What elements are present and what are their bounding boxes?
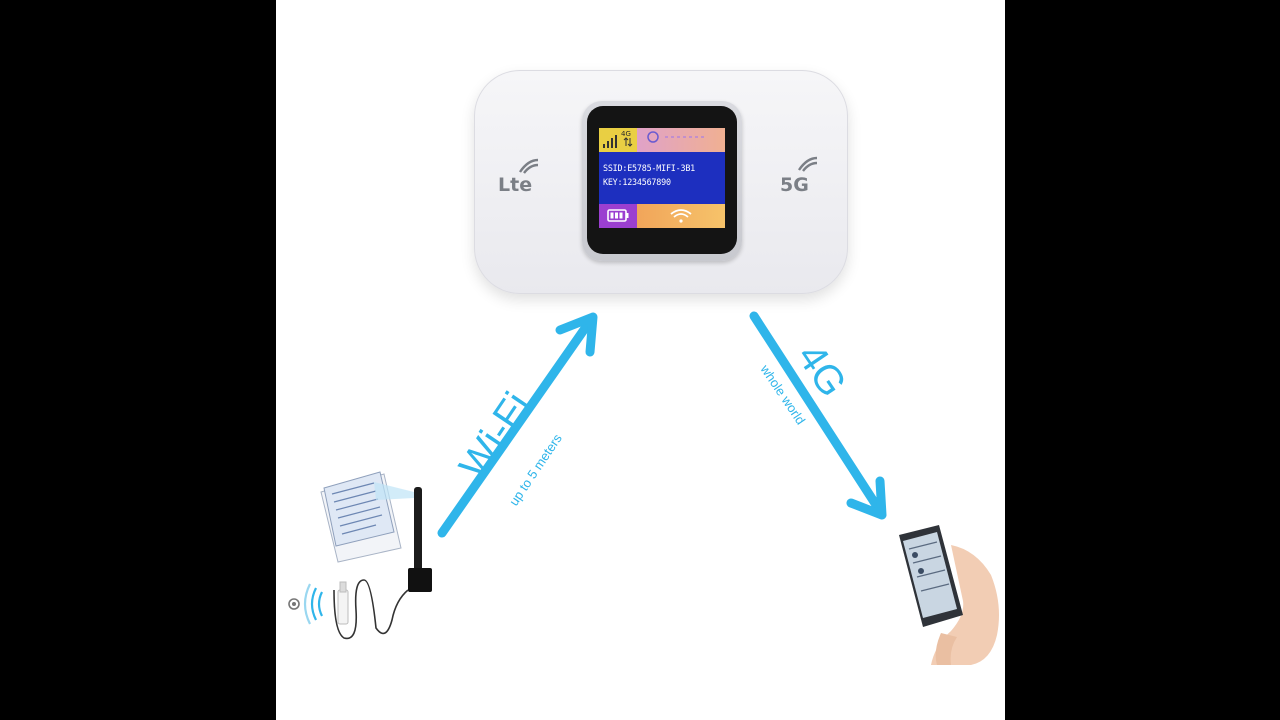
document-icon (320, 471, 414, 563)
battery-tile (599, 204, 637, 228)
battery-icon (607, 209, 629, 222)
product-image-stage: Lte 5G 4G (276, 0, 1005, 720)
wifi-tile (637, 204, 725, 228)
status-tile (637, 128, 725, 152)
camera-module-illustration (288, 471, 432, 640)
wifi-arrow (437, 312, 598, 538)
ssid-text: SSID:E5785-MIFI-3B1 (603, 163, 696, 173)
screen-frame: 4G SSID:E5785-MIFI-3B1 KEY:1234567890 (587, 106, 737, 254)
wifi-icon (670, 209, 692, 223)
smartphone-in-hand-illustration (899, 525, 999, 665)
camera-module-icon (333, 487, 432, 640)
signal-tile: 4G (599, 128, 637, 152)
smartphone-icon (899, 525, 963, 627)
usb-plug-icon (337, 581, 349, 625)
network-status-icon (647, 131, 705, 143)
screen-bezel: 4G SSID:E5785-MIFI-3B1 KEY:1234567890 (582, 101, 742, 261)
connection-arrows (437, 311, 887, 538)
signal-bars-icon (603, 135, 633, 148)
broadcast-wave-icon (288, 583, 323, 625)
network-badge: 4G (621, 130, 631, 138)
lcd-screen: 4G SSID:E5785-MIFI-3B1 KEY:1234567890 (599, 128, 725, 228)
signal-wave-icon (519, 158, 539, 174)
signal-wave-icon (798, 156, 818, 172)
5g-logo: 5G (780, 174, 809, 196)
cellular-arrow (749, 311, 887, 520)
key-text: KEY:1234567890 (603, 177, 671, 187)
mifi-router: Lte 5G 4G (474, 70, 848, 294)
lte-logo: Lte (498, 174, 533, 196)
